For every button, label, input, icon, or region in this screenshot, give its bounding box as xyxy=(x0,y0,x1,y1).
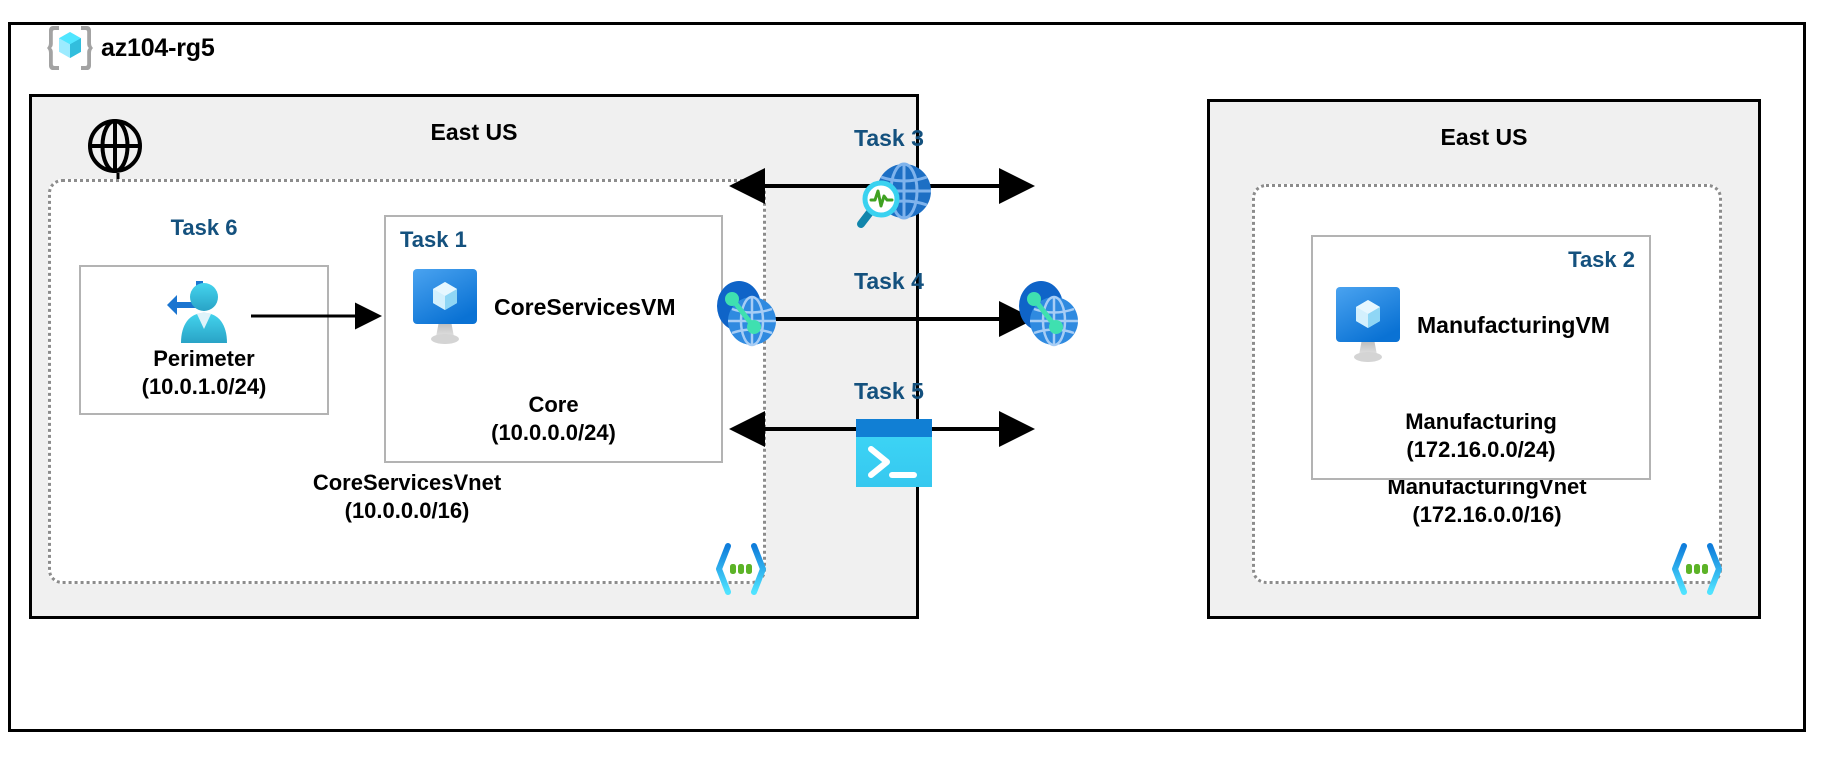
task-label-6: Task 6 xyxy=(170,215,238,240)
vnet-subnet-icon xyxy=(1672,543,1722,595)
resource-group-title: az104-rg5 xyxy=(39,25,229,71)
cloud-shell-terminal-icon xyxy=(856,419,932,487)
vnet-coreservicesvnet: CoreServicesVnet (10.0.0.0/16) xyxy=(48,179,766,595)
task-label-4: Task 4 xyxy=(854,268,924,294)
vm-name-coreservicesvm: CoreServicesVM xyxy=(494,293,676,320)
vnet-coreservicesvnet-cidr: (10.0.0.0/16) xyxy=(344,497,470,523)
internet-globe-icon xyxy=(88,119,142,173)
vnet-peering-icon xyxy=(1019,281,1078,347)
resource-group-name: az104-rg5 xyxy=(101,33,215,62)
task-label-1: Task 1 xyxy=(400,227,467,252)
vnet-subnet-icon xyxy=(716,543,766,595)
vnet-coreservicesvnet-name: CoreServicesVnet xyxy=(312,469,502,495)
vnet-manufacturingvnet: ManufacturingVnet (172.16.0.0/16) xyxy=(1252,184,1722,595)
perimeter-to-core-arrow xyxy=(251,302,382,330)
azure-resource-group-icon xyxy=(47,26,93,70)
subnet-manufacturing-name: Manufacturing xyxy=(1405,408,1557,434)
task-label-2: Task 2 xyxy=(1568,247,1635,272)
region-title-right: East US xyxy=(1440,124,1528,150)
subnet-perimeter-caption: Perimeter (10.0.1.0/24) xyxy=(81,345,327,401)
subnet-manufacturing-caption: Manufacturing (172.16.0.0/24) xyxy=(1313,408,1649,464)
subnet-perimeter-cidr: (10.0.1.0/24) xyxy=(141,373,267,399)
subnet-core-caption: Core (10.0.0.0/24) xyxy=(386,391,721,447)
subnet-perimeter: Task 6 xyxy=(79,215,329,415)
task-label-5: Task 5 xyxy=(854,378,924,404)
virtual-machine-icon xyxy=(1336,287,1400,362)
region-title-left: East US xyxy=(430,119,518,145)
network-watcher-icon xyxy=(857,162,931,228)
vm-name-manufacturingvm: ManufacturingVM xyxy=(1417,311,1610,338)
subnet-perimeter-name: Perimeter xyxy=(153,345,255,371)
vm-manufacturingvm: ManufacturingVM xyxy=(1333,283,1610,367)
task4-connector-arrow xyxy=(729,301,1035,337)
vnet-coreservicesvnet-label: CoreServicesVnet (10.0.0.0/16) xyxy=(51,469,763,525)
subnet-core-cidr: (10.0.0.0/24) xyxy=(491,419,616,445)
virtual-machine-icon xyxy=(413,269,477,344)
task-label-3: Task 3 xyxy=(854,125,924,151)
vnet-manufacturingvnet-label: ManufacturingVnet (172.16.0.0/16) xyxy=(1255,473,1719,529)
subnet-manufacturing: Task 2 xyxy=(1311,235,1651,480)
vm-coreservicesvm: CoreServicesVM xyxy=(410,265,676,349)
resource-group-container: az104-rg5 East US xyxy=(8,22,1806,732)
region-east-us-left: East US CoreServicesVne xyxy=(29,94,919,619)
subnet-core-name: Core xyxy=(528,391,579,417)
vnet-manufacturingvnet-cidr: (172.16.0.0/16) xyxy=(1412,501,1562,527)
subnet-core: Task 1 xyxy=(384,215,723,463)
vnet-peering-icon xyxy=(717,281,776,347)
subnet-manufacturing-cidr: (172.16.0.0/24) xyxy=(1406,436,1556,462)
region-east-us-right: East US ManufacturingVnet (172.16.0.0/16… xyxy=(1207,99,1761,619)
user-signin-icon xyxy=(167,281,227,343)
